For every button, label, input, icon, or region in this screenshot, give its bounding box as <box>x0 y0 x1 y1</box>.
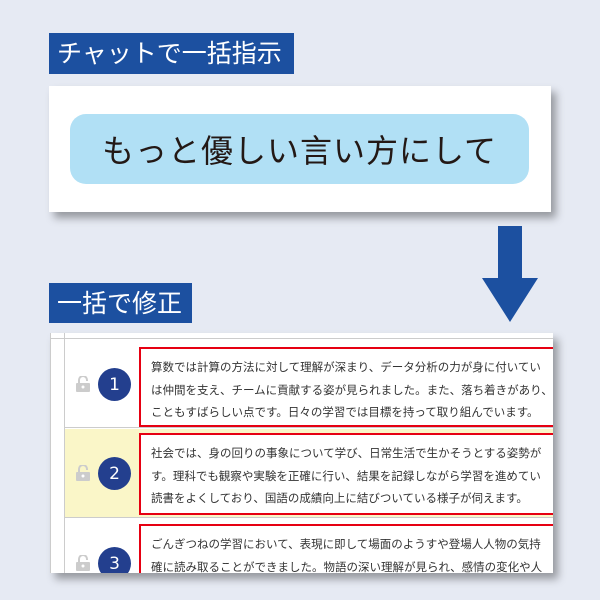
table-row-highlighted: 2 社会では、身の回りの事象について学び、日常生活で生かそうとする姿勢が す。理… <box>65 429 553 518</box>
comment-text[interactable]: ごんぎつねの学習において、表現に即して場面のようすや登場人人物の気持 確に読み取… <box>139 524 553 573</box>
comment-line: す。理科でも観察や実験を正確に行い、結果を記録しながら学習を進めてい <box>151 468 541 483</box>
arrow-down-icon <box>482 226 538 322</box>
chat-instruction-label: チャットで一括指示 <box>49 33 294 74</box>
row-number-badge: 3 <box>98 547 131 573</box>
row-number-badge: 2 <box>98 457 131 490</box>
lock-open-icon[interactable] <box>76 555 90 571</box>
table-row: 1 算数では計算の方法に対して理解が深まり、データ分析の力が身に付いてい は仲間… <box>65 340 553 428</box>
bulk-fix-label: 一括で修正 <box>49 283 192 323</box>
comment-line: 確に読み取ることができました。物語の深い理解が見られ、感情の変化や人 <box>151 559 543 574</box>
lock-open-icon[interactable] <box>76 376 90 392</box>
chat-card: もっと優しい言い方にして <box>49 86 551 212</box>
comment-text[interactable]: 算数では計算の方法に対して理解が深まり、データ分析の力が身に付いてい は仲間を支… <box>139 347 553 427</box>
comment-line: 読書をよくしており、国語の成績向上に結びついている様子が伺えます。 <box>151 491 528 505</box>
comment-line: は仲間を支え、チームに貢献する姿が見られました。また、落ち着きがあり、冷 <box>151 382 553 397</box>
divider <box>64 333 65 573</box>
comment-text[interactable]: 社会では、身の回りの事象について学び、日常生活で生かそうとする姿勢が す。理科で… <box>139 433 553 515</box>
comment-line: 社会では、身の回りの事象について学び、日常生活で生かそうとする姿勢が <box>151 446 542 460</box>
comment-line: ごんぎつねの学習において、表現に即して場面のようすや登場人人物の気持 <box>151 537 541 551</box>
comment-line: 算数では計算の方法に対して理解が深まり、データ分析の力が身に付いてい <box>151 360 541 374</box>
chat-message-bubble: もっと優しい言い方にして <box>70 114 529 184</box>
lock-open-icon[interactable] <box>76 465 90 481</box>
table-header <box>51 333 553 339</box>
comments-table: 1 算数では計算の方法に対して理解が深まり、データ分析の力が身に付いてい は仲間… <box>50 333 553 573</box>
row-number-badge: 1 <box>98 368 131 401</box>
table-row: 3 ごんぎつねの学習において、表現に即して場面のようすや登場人人物の気持 確に読… <box>65 519 553 573</box>
comment-line: こともすばらしい点です。日々の学習では目標を持って取り組んでいます。 <box>151 405 539 419</box>
